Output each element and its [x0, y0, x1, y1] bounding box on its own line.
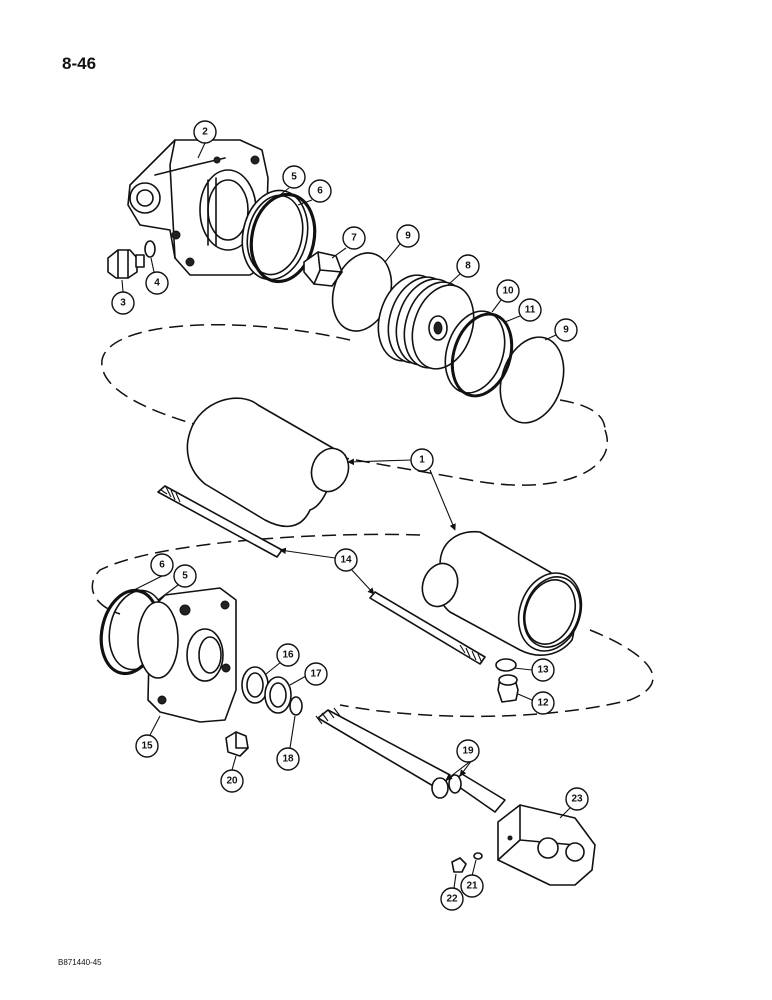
- grease-fitting: [451, 857, 467, 873]
- svg-text:19: 19: [462, 746, 474, 757]
- rod-clevis: [497, 804, 596, 886]
- svg-text:9: 9: [405, 231, 411, 242]
- callout-18: 18: [276, 747, 300, 771]
- callout-9-upper: 9: [396, 224, 420, 248]
- callout-21: 21: [460, 874, 484, 898]
- callout-14: 14: [334, 548, 358, 572]
- callout-6: 6: [308, 179, 332, 203]
- svg-text:3: 3: [120, 298, 126, 309]
- callout-13: 13: [531, 658, 555, 682]
- svg-text:17: 17: [310, 669, 322, 680]
- svg-text:18: 18: [282, 754, 294, 765]
- svg-text:16: 16: [282, 650, 294, 661]
- svg-text:22: 22: [446, 894, 458, 905]
- piston-rod: [315, 707, 506, 813]
- rod-nut: [225, 731, 249, 757]
- callout-22: 22: [440, 887, 464, 911]
- svg-text:20: 20: [226, 776, 238, 787]
- rod-wiper-inner: [246, 672, 264, 698]
- callout-4: 4: [145, 271, 169, 295]
- svg-text:15: 15: [141, 741, 153, 752]
- callout-16: 16: [276, 643, 300, 667]
- svg-text:12: 12: [537, 698, 549, 709]
- svg-text:21: 21: [466, 881, 478, 892]
- callout-17: 17: [304, 662, 328, 686]
- rod-seal: [264, 676, 292, 714]
- svg-text:4: 4: [154, 278, 160, 289]
- port-fitting: [497, 674, 519, 703]
- callout-8: 8: [456, 254, 480, 278]
- callout-23: 23: [565, 787, 589, 811]
- svg-text:1: 1: [419, 455, 425, 466]
- callout-3: 3: [111, 291, 135, 315]
- page-number: 8-46: [62, 54, 97, 73]
- head-casting: [127, 139, 269, 276]
- rod-o-ring: [289, 696, 303, 716]
- svg-text:14: 14: [340, 555, 352, 566]
- barrel-upper: [186, 397, 350, 528]
- upper-group-boundary-tail: [559, 399, 606, 431]
- svg-text:8: 8: [465, 261, 471, 272]
- callout-20: 20: [220, 769, 244, 793]
- svg-text:9: 9: [563, 325, 569, 336]
- svg-text:23: 23: [571, 794, 583, 805]
- cap-casting: [137, 587, 237, 723]
- callout-10: 10: [496, 279, 520, 303]
- grease-fitting-washer: [473, 852, 483, 860]
- svg-text:13: 13: [537, 665, 549, 676]
- plug-o-ring: [144, 240, 156, 258]
- svg-text:2: 2: [202, 127, 208, 138]
- piston: [377, 274, 475, 370]
- callout-9-right: 9: [554, 318, 578, 342]
- fitting-o-ring: [495, 658, 517, 672]
- callout-15: 15: [135, 734, 159, 758]
- rod-seal-inner: [269, 682, 287, 708]
- callout-7: 7: [342, 226, 366, 250]
- callout-1: 1: [410, 448, 434, 472]
- drawing-code: B871440-45: [58, 958, 102, 967]
- backup-ring-right: [499, 336, 565, 424]
- svg-text:5: 5: [182, 571, 188, 582]
- svg-text:6: 6: [159, 560, 165, 571]
- lower-group-boundary-right: [339, 629, 654, 718]
- barrel-lower: [421, 530, 583, 656]
- callout-19: 19: [456, 739, 480, 763]
- svg-text:6: 6: [317, 186, 323, 197]
- svg-text:5: 5: [291, 172, 297, 183]
- callout-2: 2: [193, 120, 217, 144]
- plug: [107, 249, 145, 279]
- callout-5: 5: [282, 165, 306, 189]
- callout-12: 12: [531, 691, 555, 715]
- svg-text:11: 11: [525, 305, 536, 316]
- lower-group-boundary: [91, 533, 421, 615]
- svg-text:7: 7: [351, 233, 357, 244]
- callout-6-lower: 6: [150, 553, 174, 577]
- upper-group-boundary: [101, 323, 608, 486]
- callout-5-lower: 5: [173, 564, 197, 588]
- piston-wear-ring: [450, 312, 514, 398]
- svg-text:10: 10: [502, 286, 514, 297]
- callout-11: 11: [518, 298, 542, 322]
